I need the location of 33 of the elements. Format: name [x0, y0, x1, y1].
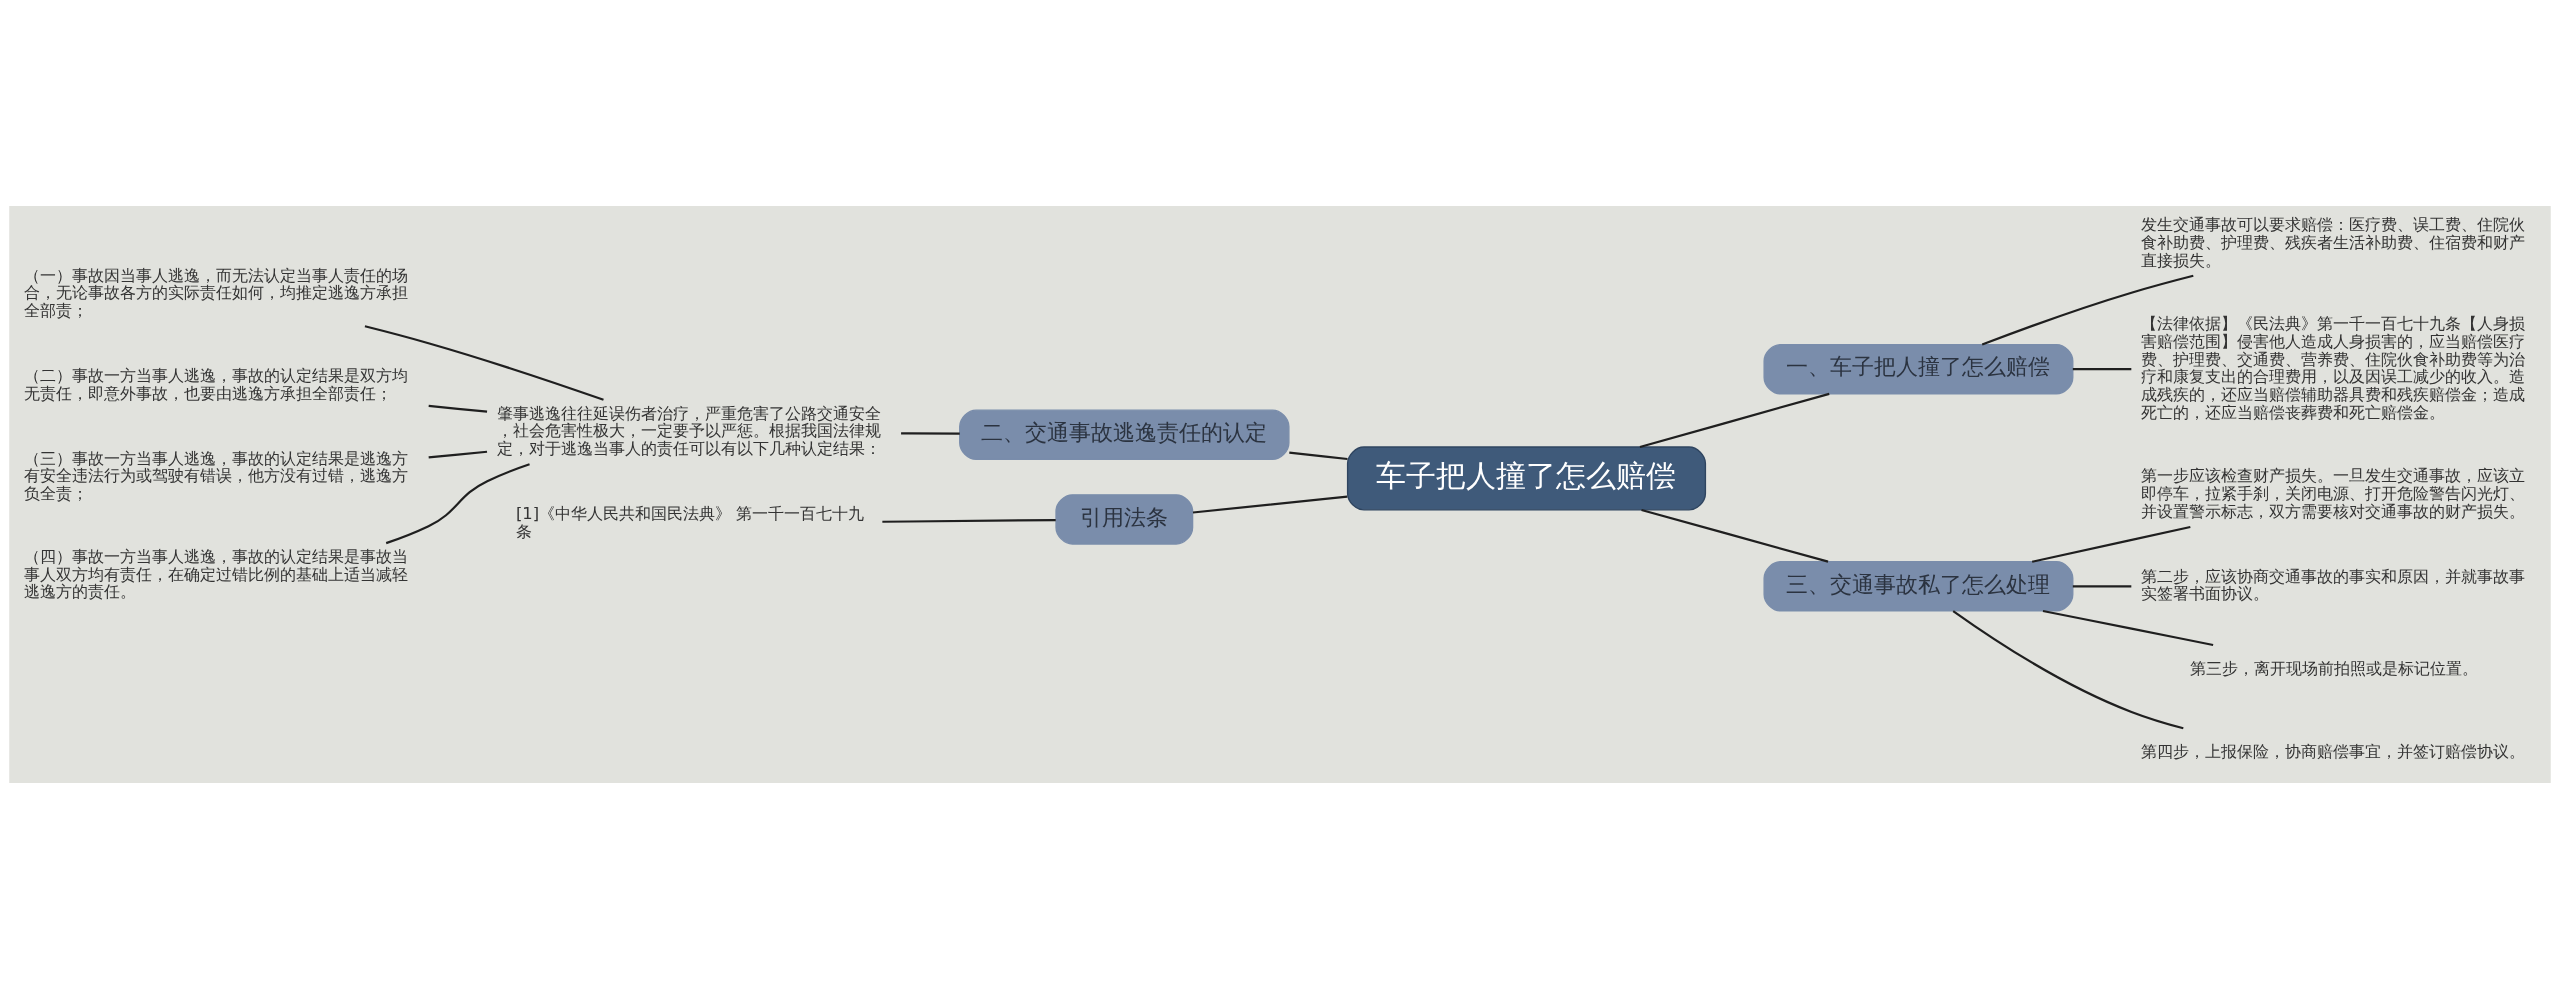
node-box: 一、车子把人撞了怎么赔偿	[1763, 343, 2074, 395]
node-text: （四）事故一方当事人逃逸，事故的认定结果是事故当事人双方均有责任，在确定过错比例的基础上适当减轻逃逸方的责任。	[24, 546, 409, 602]
node-box: 车子把人撞了怎么赔偿	[1346, 446, 1707, 511]
node-text: （二）事故一方当事人逃逸，事故的认定结果是双方均无责任，即意外事故，也要由逃逸方承担全部责任；	[24, 365, 409, 403]
connector	[1952, 610, 2184, 730]
connector	[1639, 392, 1830, 449]
connector	[2031, 525, 2191, 563]
node-box: 二、交通事故逃逸责任的认定	[959, 409, 1290, 460]
connector	[428, 404, 488, 413]
connector	[882, 518, 1056, 523]
node-box: 引用法条	[1055, 494, 1194, 545]
node-text: 第二步，应该协商交通事故的事实和原因，并就事故事实签署书面协议。	[2141, 566, 2526, 604]
node-text: 第三步，离开现场前拍照或是标记位置。	[2190, 658, 2479, 678]
connector	[2072, 368, 2132, 371]
node-text: 肇事逃逸往往延误伤者治疗，严重危害了公路交通安全，社会危害性极大，一定要予以严惩。根据我国法律规定，对于逃逸当事人的责任可以有以下几种认定结果：	[496, 403, 881, 459]
connector	[428, 450, 488, 459]
connector	[1192, 495, 1348, 514]
connector	[364, 325, 604, 401]
node-text: 第一步应该检查财产损失。一旦发生交通事故，应该立即停车，拉紧手刹，关闭电源、打开危险警告闪光灯、并设置警示标志，双方需要核对交通事故的财产损失。	[2141, 466, 2526, 521]
node-text: 【法律依据】《民法典》第一千一百七十九条【人身损害赔偿范围】侵害他人造成人身损害的，应当赔偿医疗费、护理费、交通费、营养费、住院伙食补助费等为治疗和康复支出的合理费用，以及因误工减少的收入。造成残疾的，还应当赔偿辅助器具费和残疾赔偿金；造成死亡的，还应当赔偿丧葬费和死亡赔偿金。	[2141, 314, 2526, 422]
connector	[901, 432, 960, 435]
connector	[1641, 508, 1829, 563]
connector	[2042, 609, 2214, 647]
connector	[385, 463, 530, 545]
node-text: （三）事故一方当事人逃逸，事故的认定结果是逃逸方有安全违法行为或驾驶有错误，他方没有过错，逃逸方负全责；	[24, 448, 409, 504]
node-box: 三、交通事故私了怎么处理	[1763, 561, 2074, 612]
connector	[1981, 274, 2194, 346]
node-text: 第四步，上报保险，协商赔偿事宜，并签订赔偿协议。	[2141, 742, 2526, 762]
connector	[1289, 451, 1348, 461]
node-text: [1]《中华人民共和国民法典》 第一千一百七十九条	[515, 503, 865, 541]
connector	[2072, 585, 2132, 588]
node-text: （一）事故因当事人逃逸，而无法认定当事人责任的场合，无论事故各方的实际责任如何，均推定逃逸方承担全部责；	[24, 265, 409, 321]
node-text: 发生交通事故可以要求赔偿：医疗费、误工费、住院伙食补助费、护理费、残疾者生活补助费、住宿费和财产直接损失。	[2141, 215, 2526, 270]
